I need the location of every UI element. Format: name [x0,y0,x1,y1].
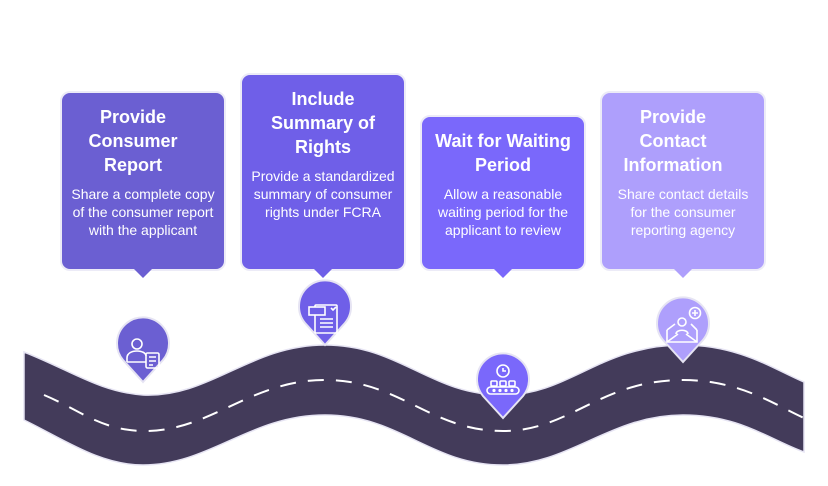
card-pointer [314,269,332,278]
clock-conveyor-icon [486,364,520,395]
document-checklist-icon [308,304,338,334]
envelope-add-contact-icon [666,306,702,343]
road-surface [23,344,805,466]
card-pointer [674,269,692,278]
step-title: Provide Consumer Report [88,107,178,175]
step-title: Provide Contact Information [623,107,723,175]
step-description: Share a complete copy of the consumer re… [71,186,215,238]
card-pointer [134,269,152,278]
step-description: Share contact details for the consumer r… [617,186,749,238]
step-description: Provide a standardized summary of consum… [251,168,395,220]
road-lane-markings [43,378,805,433]
pin-marker [116,316,170,384]
step-card-4: Provide Contact Information Share contac… [600,91,766,278]
step-title: Include Summary of Rights [270,89,376,157]
milestone-pin-1 [116,316,170,384]
step-description: Allow a reasonable waiting period for th… [438,186,568,238]
person-with-document-icon [126,338,160,369]
step-card-3: Wait for Waiting Period Allow a reasonab… [420,115,586,278]
milestone-pin-2 [298,279,352,347]
step-card-1: Provide Consumer Report Share a complete… [60,91,226,278]
milestone-pin-3 [476,352,530,420]
milestone-pin-4 [656,296,710,364]
step-title: Wait for Waiting Period [435,131,571,175]
step-card-2: Include Summary of Rights Provide a stan… [240,73,406,278]
card-pointer [494,269,512,278]
